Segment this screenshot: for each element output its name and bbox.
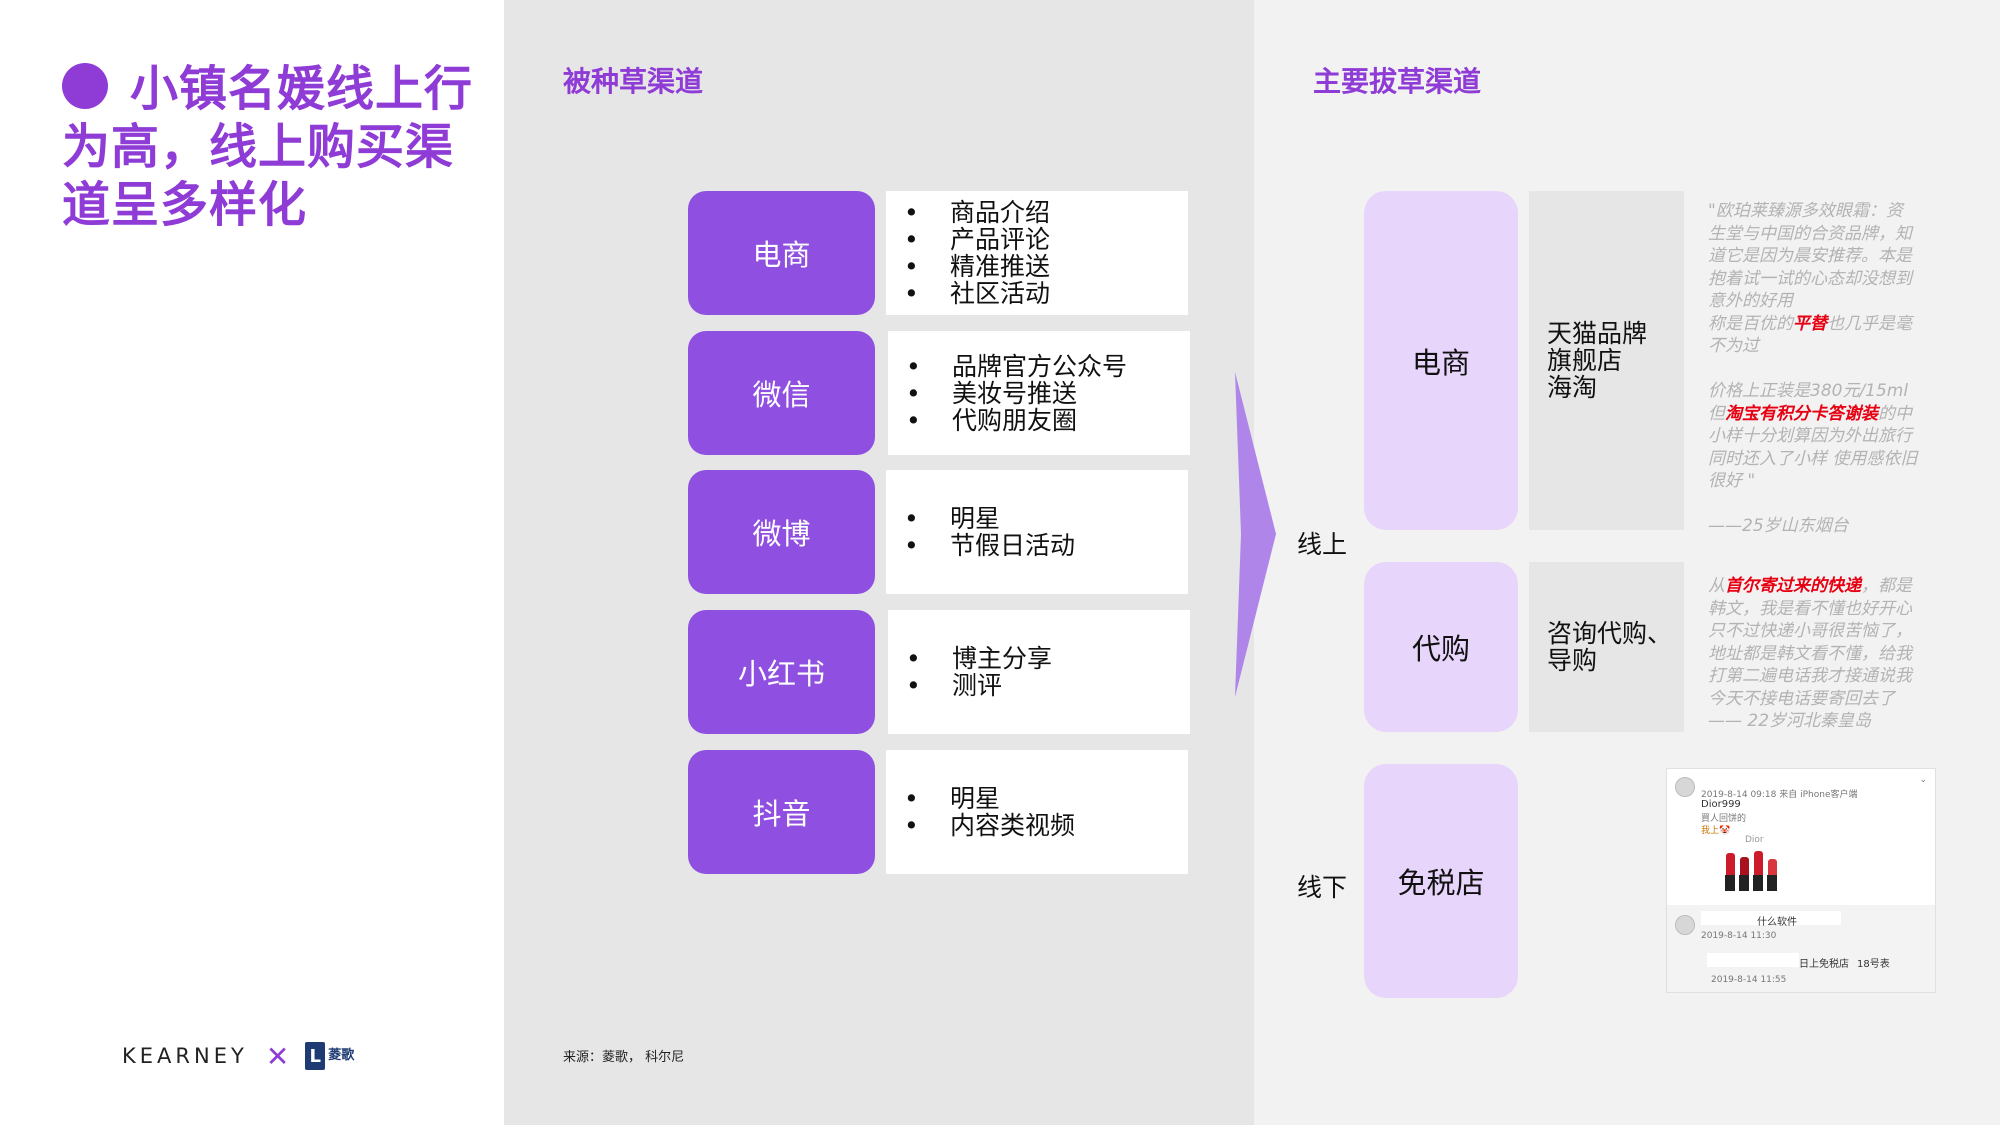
brand-mark: Dior xyxy=(1745,835,1764,845)
quote-signature: —— 22岁河北秦皇岛 xyxy=(1708,711,1872,731)
purchase-channel-daigou: 代购 xyxy=(1364,562,1518,732)
comment-text: 什么软件 xyxy=(1757,917,1797,928)
left-panel: 小镇名媛线上行为高，线上购买渠道呈多样化 KEARNEY ✕ L 菱歌 xyxy=(0,0,504,1125)
seeding-channel-xiaohongshu: 小红书 xyxy=(688,610,875,734)
bullet-dot-icon xyxy=(62,63,108,109)
lipstick-image xyxy=(1739,875,1749,891)
purchase-channel-dutyfree: 免税店 xyxy=(1364,764,1518,998)
lipstick-image xyxy=(1753,851,1763,875)
seeding-channel-ecommerce: 电商 xyxy=(688,191,875,315)
post-brand: Dior999 xyxy=(1701,799,1741,810)
avatar xyxy=(1675,915,1695,935)
avatar xyxy=(1675,777,1695,797)
comment-bubble xyxy=(1701,911,1841,925)
post-line: 買人回饼的 xyxy=(1701,814,1747,824)
list-item: •社区活动 xyxy=(904,279,1051,308)
list-item: •代购朋友圈 xyxy=(906,405,1078,435)
lipstick-image xyxy=(1767,859,1777,875)
consumer-quote-2: 从首尔寄过来的快递，都是 韩文，我是看不懂也好开心 只不过快递小哥很苦恼了， 地… xyxy=(1708,575,1960,733)
seeding-detail-ecommerce: •商品介绍 •产品评论 •精准推送 •社区活动 xyxy=(886,191,1188,315)
list-item: •商品介绍 xyxy=(904,198,1051,227)
list-item: •博主分享 xyxy=(906,644,1053,673)
quote-highlight: 淘宝有积分卡答谢装 xyxy=(1725,403,1878,424)
reply-time: 2019-8-14 11:55 xyxy=(1711,975,1787,985)
reply-bubble xyxy=(1707,953,1799,967)
quote-highlight: 首尔寄过来的快递 xyxy=(1725,576,1861,596)
seeding-title: 被种草渠道 xyxy=(563,65,704,98)
lingge-mark-icon: L xyxy=(305,1042,326,1070)
offline-label: 线下 xyxy=(1297,873,1348,902)
list-item: •节假日活动 xyxy=(904,531,1076,560)
chevron-down-icon: ⌄ xyxy=(1919,775,1927,785)
lipstick-image xyxy=(1767,875,1777,891)
list-item: •明星 xyxy=(904,504,1001,533)
purchase-detail-ecommerce: 天猫品牌 旗舰店 海淘 xyxy=(1529,191,1684,530)
list-item: •明星 xyxy=(904,784,1001,813)
quote-highlight: 平替 xyxy=(1793,313,1827,334)
post-card: ⌄ 2019-8-14 09:18 来自 iPhone客户端 Dior999 買… xyxy=(1667,769,1935,905)
seeding-channel-wechat: 微信 xyxy=(688,331,875,455)
seeding-channel-douyin: 抖音 xyxy=(688,750,875,874)
seeding-channel-weibo: 微博 xyxy=(688,470,875,594)
post-meta: 2019-8-14 09:18 来自 iPhone客户端 xyxy=(1701,790,1858,800)
purchase-detail-daigou: 咨询代购、 导购 xyxy=(1529,562,1684,732)
lipstick-image xyxy=(1725,853,1735,875)
lingge-logo: L 菱歌 xyxy=(305,1042,354,1070)
lingge-logo-text: 菱歌 xyxy=(328,1048,355,1063)
logo-bar: KEARNEY ✕ L 菱歌 xyxy=(122,1039,354,1073)
quote-signature: ——25岁山东烟台 xyxy=(1708,516,1849,536)
chevron-right-icon xyxy=(1235,372,1276,697)
headline-text: 小镇名媛线上行为高，线上购买渠道呈多样化 xyxy=(62,61,474,233)
reply-text: 日上免税店 xyxy=(1799,959,1849,970)
purchase-channel-ecommerce: 电商 xyxy=(1364,191,1518,530)
kearney-logo: KEARNEY xyxy=(122,1044,248,1068)
seeding-detail-wechat: •品牌官方公众号 •美妆号推送 •代购朋友圈 xyxy=(888,331,1190,455)
list-item: •品牌官方公众号 xyxy=(906,351,1128,381)
online-label: 线上 xyxy=(1297,530,1348,559)
purchase-title: 主要拔草渠道 xyxy=(1313,65,1482,98)
list-item: •测评 xyxy=(906,671,1003,700)
seeding-detail-douyin: •明星 •内容类视频 xyxy=(886,750,1188,874)
consumer-quote-1: "欧珀莱臻源多效眼霜：资 生堂与中国的合资品牌，知 道它是因为晨安推荐。本是 抱… xyxy=(1708,200,1960,538)
lipstick-image xyxy=(1739,857,1749,875)
lipstick-image xyxy=(1753,875,1763,891)
headline: 小镇名媛线上行为高，线上购买渠道呈多样化 xyxy=(62,60,482,234)
social-post-screenshot: ⌄ 2019-8-14 09:18 来自 iPhone客户端 Dior999 買… xyxy=(1666,768,1936,993)
list-item: •内容类视频 xyxy=(904,811,1076,840)
post-tag: 我上🤡 xyxy=(1701,826,1731,836)
collaboration-x-icon: ✕ xyxy=(265,1039,290,1073)
reply-user: 18号表 xyxy=(1857,959,1890,970)
source-note: 来源：菱歌， 科尔尼 xyxy=(563,1050,685,1065)
list-item: •美妆号推送 xyxy=(906,378,1078,408)
list-item: •精准推送 xyxy=(904,252,1051,281)
list-item: •产品评论 xyxy=(904,225,1051,254)
seeding-detail-xiaohongshu: •博主分享 •测评 xyxy=(888,610,1190,734)
lipstick-image xyxy=(1725,875,1735,891)
seeding-detail-weibo: •明星 •节假日活动 xyxy=(886,470,1188,594)
comment-time: 2019-8-14 11:30 xyxy=(1701,931,1777,941)
